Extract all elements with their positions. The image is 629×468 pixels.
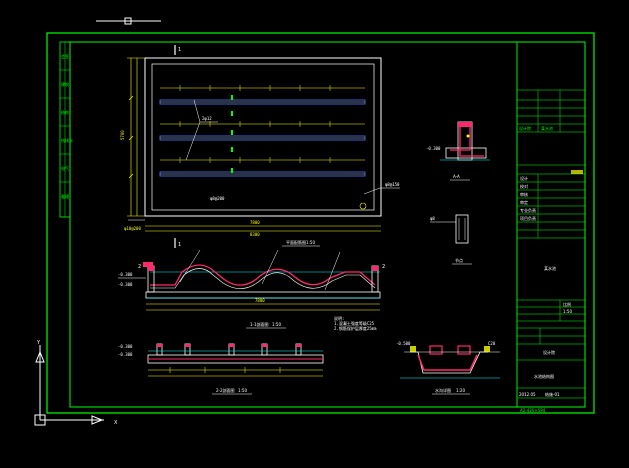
title-block-project-code: 某水池 [541,125,553,131]
section-1-mark-right: 2 [382,264,385,270]
title-block-company-code: 设计院 [519,125,531,131]
title-block-row: 校对 [520,183,528,189]
left-margin-strip: 会签 建筑 结构 给排水 电气 暖通 [59,41,73,218]
title-block-row: 项目负责 [520,215,536,221]
section-2-scale: 1:50 [238,388,247,393]
section-1-scale: 1:50 [272,322,281,327]
title-block-drawing-no: 结施-01 [545,391,560,397]
title-block-row: 审定 [520,199,528,205]
detail-c-scale: 1:20 [456,388,465,393]
title-block-row: 审核 [520,191,528,197]
title-block-company: 设计院 [543,349,555,355]
plan-dimension-bottom-2: 8300 [250,232,260,237]
detail-c[interactable]: -0.500 C20 水沟详图 1:20 [396,341,500,395]
inner-frame [69,41,586,408]
margin-label: 暖通 [61,193,69,199]
detail-b-title: 节点 [455,257,463,263]
section-2-title: 2-2剖面图 [216,387,235,393]
title-block-drawing-name: 水池结构图 [534,373,554,379]
top-marker [96,17,161,25]
ucs-y-label: Y [36,340,41,346]
title-block-bottom-text: A2-420×594 [520,408,546,413]
section-1-1[interactable]: 2 2 -0.300 -0.300 7800 1-1剖面图 1:50 [118,249,385,329]
plan-note: φ8@200 [210,196,225,201]
title-block-scale-value: 1:50 [563,309,572,314]
ucs-x-label: X [114,420,118,426]
margin-label: 建筑 [61,81,69,87]
section-1-dimension: 7800 [255,298,265,303]
detail-a-title: A-A [453,174,460,179]
title-block-date: 2012.05 [519,392,536,397]
detail-c-label-1: -0.500 [396,341,411,346]
title-block-row: 专业负责 [520,207,536,213]
plan-dimension-bottom-1: 7800 [250,220,260,225]
margin-label: 结构 [61,109,69,115]
plan-callout-2: φ8@150 [385,182,400,187]
section-mark-top: 1 [178,47,181,53]
detail-b[interactable]: φ8 节点 [430,214,472,265]
section-2-2[interactable]: -0.300 -0.300 2-2剖面图 1:50 [118,343,324,395]
outer-frame [46,32,595,414]
section-1-level-left: -0.300 [118,272,133,277]
notes-block: 说明: 1.混凝土强度等级C25 2.钢筋保护层厚度25mm [334,315,377,331]
section-2-level-right: -0.300 [118,352,133,357]
title-block: 设计院 某水池 设计 校对 审核 审定 专业负责 项目负责 某水池 [516,41,586,413]
detail-c-title: 水沟详图 [435,387,451,393]
section-1-level-right: -0.300 [118,282,133,287]
plan-dimension-left: 5700 [120,130,125,140]
margin-label: 会签 [61,53,69,59]
ucs-icon: X Y [34,340,118,426]
plan-beams [159,99,366,177]
section-2-level-left: -0.300 [118,344,133,349]
section-mark-bottom: 1 [178,242,181,248]
title-block-scale-label: 比例 [563,301,571,307]
section-1-title: 1-1剖面图 [250,321,269,327]
title-block-project: 某水池 [544,265,556,271]
note-line: 2.钢筋保护层厚度25mm [334,325,377,331]
detail-a[interactable]: -0.300 A-A [426,121,490,181]
detail-a-label: -0.300 [426,146,441,151]
plan-scale: 1:50 [306,240,315,245]
note-line: 1.混凝土强度等级C25 [334,320,375,326]
plan-view[interactable]: 1 5700 [120,45,400,248]
section-1-mark-left: 2 [138,264,141,270]
plan-callout-3: φ10@200 [124,226,141,231]
note-line: 说明: [334,315,344,321]
detail-c-label-2: C20 [488,341,496,346]
plan-title: 平面配筋图 [286,239,306,245]
title-block-row: 设计 [520,175,528,181]
detail-b-label: φ8 [430,216,435,221]
margin-label: 电气 [61,165,69,171]
plan-callout-1: 2φ12 [202,116,212,121]
margin-label: 给排水 [61,137,73,143]
